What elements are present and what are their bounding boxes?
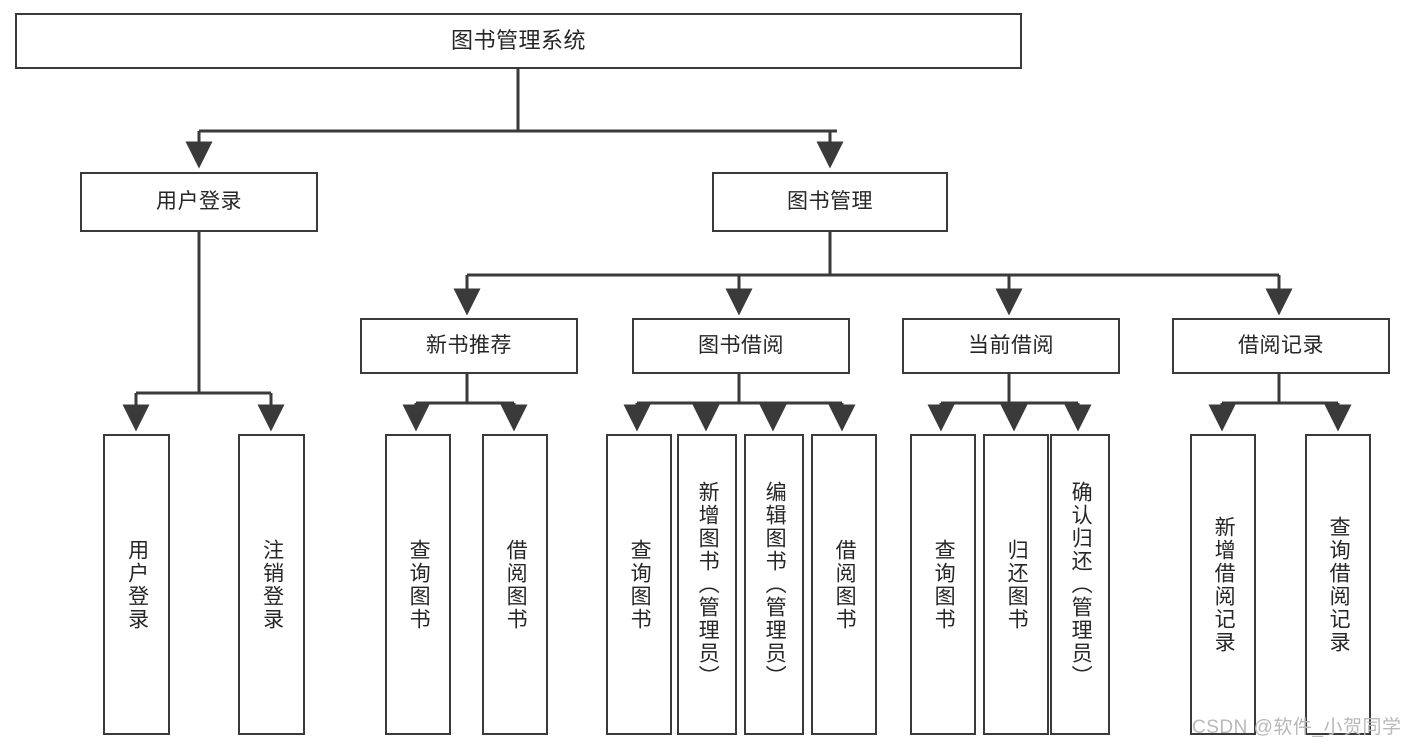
node-leaf-return-book[interactable]: 归还图书 bbox=[983, 434, 1049, 735]
node-leaf-user-login-label: 用户登录 bbox=[125, 538, 149, 631]
connectors-current-borrow bbox=[927, 374, 1092, 432]
node-leaf-edit-book-label: 编辑图书（管理员） bbox=[763, 481, 787, 688]
node-leaf-query-book-1[interactable]: 查询图书 bbox=[385, 434, 451, 735]
connectors-user-login bbox=[122, 232, 285, 432]
connectors-borrow-record bbox=[1208, 374, 1352, 432]
connectors-root bbox=[185, 69, 844, 169]
node-current-borrow[interactable]: 当前借阅 bbox=[902, 318, 1120, 374]
node-leaf-query-record[interactable]: 查询借阅记录 bbox=[1305, 434, 1371, 735]
node-root-label: 图书管理系统 bbox=[450, 27, 586, 53]
connectors-book-borrow bbox=[623, 374, 856, 432]
node-new-book-recommend-label: 新书推荐 bbox=[426, 334, 512, 358]
node-leaf-return-book-label: 归还图书 bbox=[1005, 538, 1029, 631]
node-borrow-record-label: 借阅记录 bbox=[1238, 334, 1324, 358]
node-leaf-logout[interactable]: 注销登录 bbox=[238, 434, 305, 735]
connectors-book-manage bbox=[453, 232, 1293, 316]
node-leaf-borrow-book-1-label: 借阅图书 bbox=[504, 538, 528, 631]
node-leaf-add-record-label: 新增借阅记录 bbox=[1212, 515, 1236, 654]
node-leaf-borrow-book-2-label: 借阅图书 bbox=[833, 538, 857, 631]
node-leaf-query-book-2-label: 查询图书 bbox=[628, 538, 652, 631]
node-book-borrow-label: 图书借阅 bbox=[698, 334, 784, 358]
node-leaf-add-book-label: 新增图书（管理员） bbox=[696, 481, 720, 688]
node-leaf-borrow-book-2[interactable]: 借阅图书 bbox=[811, 434, 877, 735]
node-book-borrow[interactable]: 图书借阅 bbox=[632, 318, 850, 374]
node-leaf-query-book-2[interactable]: 查询图书 bbox=[606, 434, 672, 735]
node-leaf-confirm-return[interactable]: 确认归还（管理员） bbox=[1050, 434, 1110, 735]
node-current-borrow-label: 当前借阅 bbox=[968, 334, 1054, 358]
node-leaf-logout-label: 注销登录 bbox=[260, 538, 284, 631]
node-borrow-record[interactable]: 借阅记录 bbox=[1172, 318, 1390, 374]
node-leaf-confirm-return-label: 确认归还（管理员） bbox=[1069, 481, 1093, 688]
node-leaf-edit-book[interactable]: 编辑图书（管理员） bbox=[744, 434, 804, 735]
node-user-login-label: 用户登录 bbox=[156, 190, 242, 214]
node-leaf-add-book[interactable]: 新增图书（管理员） bbox=[677, 434, 737, 735]
node-book-manage-label: 图书管理 bbox=[787, 190, 873, 214]
node-leaf-query-book-1-label: 查询图书 bbox=[407, 538, 431, 631]
node-user-login[interactable]: 用户登录 bbox=[80, 172, 318, 232]
csdn-watermark: CSDN @软件_小贺同学 bbox=[1192, 717, 1402, 738]
node-leaf-query-book-3[interactable]: 查询图书 bbox=[910, 434, 976, 735]
node-leaf-add-record[interactable]: 新增借阅记录 bbox=[1190, 434, 1256, 735]
node-leaf-user-login[interactable]: 用户登录 bbox=[103, 434, 170, 735]
connectors-new-book-recommend bbox=[402, 374, 528, 432]
node-leaf-borrow-book-1[interactable]: 借阅图书 bbox=[482, 434, 548, 735]
node-root[interactable]: 图书管理系统 bbox=[15, 13, 1022, 69]
node-book-manage[interactable]: 图书管理 bbox=[712, 172, 948, 232]
node-new-book-recommend[interactable]: 新书推荐 bbox=[360, 318, 578, 374]
node-leaf-query-record-label: 查询借阅记录 bbox=[1327, 515, 1351, 654]
node-leaf-query-book-3-label: 查询图书 bbox=[932, 538, 956, 631]
